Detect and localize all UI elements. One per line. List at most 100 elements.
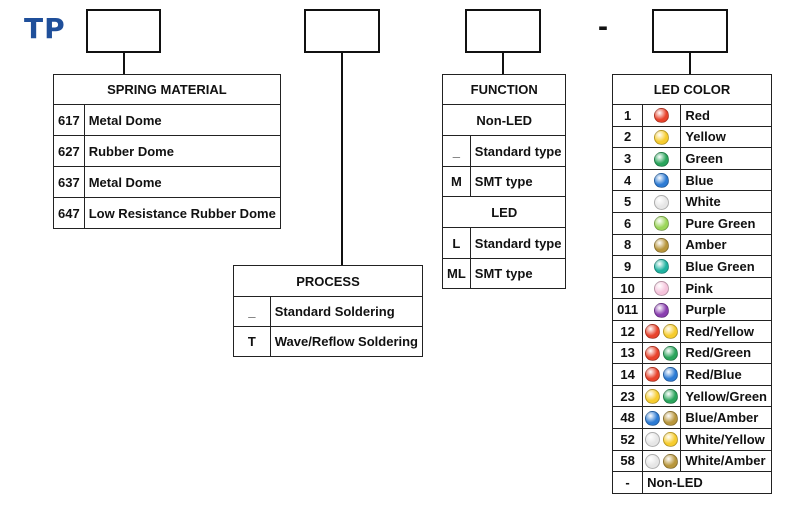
led-label: Red/Blue — [680, 363, 772, 386]
function-label: SMT type — [469, 258, 567, 289]
led-indicator-cell — [642, 233, 682, 257]
led-code: 6 — [611, 211, 644, 235]
led-code: 9 — [611, 255, 644, 278]
table-row: 647 Low Resistance Rubber Dome — [53, 197, 281, 229]
table-row: M SMT type — [442, 166, 567, 197]
led-code: - — [611, 471, 644, 494]
led-label: Yellow — [680, 125, 772, 149]
led-code: 1 — [611, 104, 644, 127]
led-code: 4 — [611, 168, 644, 192]
spring-code: 617 — [53, 104, 85, 136]
led-indicator-cell — [642, 168, 682, 192]
led-label: Red/Yellow — [680, 319, 772, 343]
led-code: 12 — [611, 319, 644, 343]
led-label: Red/Green — [680, 341, 772, 365]
led-color-dot-icon — [663, 367, 679, 383]
spring-code: 647 — [53, 197, 85, 229]
led-color-dot-icon — [654, 281, 670, 297]
table-row: 12 Red/Yellow — [611, 319, 772, 343]
process-title: PROCESS — [233, 265, 423, 297]
led-color-dot-icon — [645, 345, 661, 361]
table-row: 627 Rubber Dome — [53, 135, 281, 167]
table-row: 617 Metal Dome — [53, 104, 281, 136]
led-indicator-cell — [642, 298, 682, 321]
led-indicator-cell — [642, 190, 682, 213]
led-indicator-cell — [642, 255, 682, 278]
table-row: _ Standard type — [442, 135, 567, 167]
table-row: -Non-LED — [611, 471, 772, 494]
function-code: L — [442, 227, 471, 259]
led-code: 10 — [611, 276, 644, 300]
process-label: Standard Soldering — [269, 296, 424, 327]
led-code: 48 — [611, 406, 644, 429]
function-label: Standard type — [469, 227, 567, 259]
spring-label: Metal Dome — [83, 166, 281, 198]
table-row: 5 White — [611, 190, 772, 213]
led-label: Purple — [680, 298, 772, 321]
led-label: Blue Green — [680, 255, 772, 278]
function-slot[interactable] — [465, 9, 541, 53]
table-row: 637 Metal Dome — [53, 166, 281, 198]
led-color-dot-icon — [645, 324, 661, 340]
led-color-dot-icon — [654, 173, 670, 189]
led-indicator-cell — [642, 384, 682, 408]
process-slot[interactable] — [304, 9, 380, 53]
table-row: 23 Yellow/Green — [611, 384, 772, 408]
led-indicator-cell — [642, 319, 682, 343]
led-color-dot-icon — [645, 410, 661, 426]
led-code: 52 — [611, 427, 644, 451]
led-color-dot-icon — [645, 432, 661, 448]
led-color-dot-icon — [663, 453, 679, 469]
led-label: Pink — [680, 276, 772, 300]
led-label: Green — [680, 147, 772, 170]
led-color-dot-icon — [654, 194, 670, 210]
led-color-dot-icon — [663, 410, 679, 426]
led-color-dot-icon — [654, 237, 670, 253]
spring-code: 627 — [53, 135, 85, 167]
table-row: _ Standard Soldering — [233, 296, 424, 327]
led-code: 14 — [611, 363, 644, 386]
led-color-dot-icon — [663, 389, 679, 405]
led-color-dot-icon — [645, 453, 661, 469]
led-color-dot-icon — [654, 216, 670, 232]
led-code: 011 — [611, 298, 644, 321]
led-indicator-cell — [642, 125, 682, 149]
process-code: T — [233, 326, 271, 357]
led-label: Blue — [680, 168, 772, 192]
led-color-title: LED COLOR — [612, 74, 772, 105]
led-label: White — [680, 190, 772, 213]
spring-code: 637 — [53, 166, 85, 198]
function-code: ML — [442, 258, 471, 289]
led-color-dot-icon — [654, 129, 670, 145]
led-code: 3 — [611, 147, 644, 170]
table-row: L Standard type — [442, 227, 567, 259]
spring-label: Low Resistance Rubber Dome — [83, 197, 281, 229]
spring-material-table: SPRING MATERIAL 617 Metal Dome 627 Rubbe… — [53, 74, 281, 229]
led-code: 5 — [611, 190, 644, 213]
led-indicator-cell — [642, 406, 682, 429]
function-code: M — [442, 166, 471, 197]
led-color-slot[interactable] — [652, 9, 728, 53]
led-label: Yellow/Green — [680, 384, 772, 408]
function-connector — [502, 53, 504, 74]
led-color-dot-icon — [654, 302, 670, 318]
led-label: Non-LED — [642, 471, 772, 494]
led-indicator-cell — [642, 147, 682, 170]
table-row: 011 Purple — [611, 298, 772, 321]
led-code: 23 — [611, 384, 644, 408]
table-row: 14 Red/Blue — [611, 363, 772, 386]
led-code: 58 — [611, 449, 644, 473]
spring-material-connector — [123, 53, 125, 74]
led-indicator-cell — [642, 341, 682, 365]
function-led-header: LED — [441, 196, 567, 228]
spring-material-slot[interactable] — [86, 9, 161, 53]
led-label: Amber — [680, 233, 772, 257]
table-row: 3 Green — [611, 147, 772, 170]
led-indicator-cell — [642, 427, 682, 451]
